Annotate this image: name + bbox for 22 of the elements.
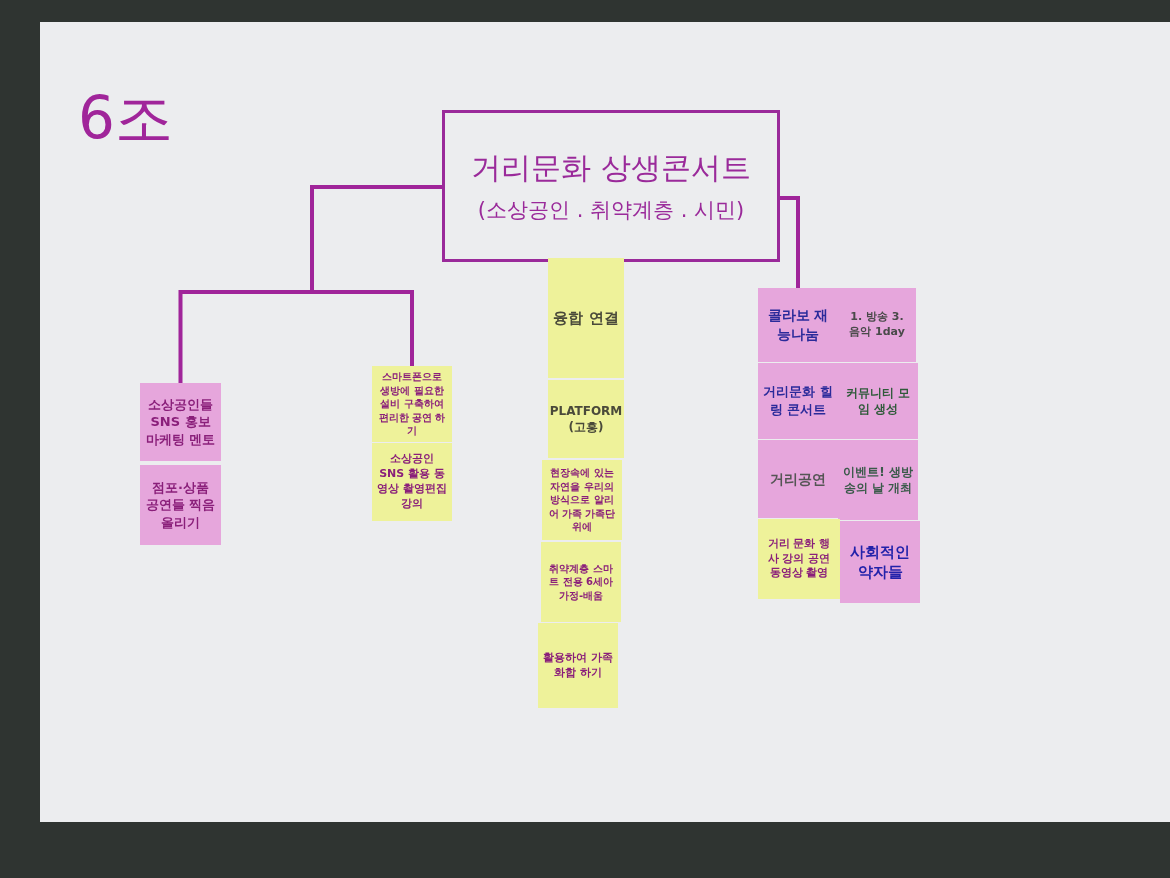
sticky-note: 스마트폰으로 생방에 필요한 설비 구축하여 편리한 공연 하기 [372, 366, 452, 442]
group-label: 6조 [78, 83, 173, 154]
sticky-note: 활용하여 가족화합 하기 [538, 623, 618, 708]
sticky-note: 사회적인 약자들 [840, 521, 920, 603]
sticky-note: 소상공인들 SNS 홍보 마케팅 멘토 [140, 383, 221, 461]
sticky-note: 취약계층 스마트 전용 6세아가정-배움 [541, 542, 621, 622]
connector-line [780, 196, 800, 288]
sticky-note: PLATFORM (고흥) [548, 380, 624, 458]
title-text: 거리문화 상생콘서트 [471, 148, 751, 187]
sticky-note: 융합 연결 [548, 258, 624, 378]
sticky-note: 거리 문화 행사 강의 공연 동영상 촬영 [758, 519, 840, 599]
sticky-note: 1. 방송 3. 음악 1day [838, 288, 916, 362]
sticky-note: 거리문화 힐링 콘서트 [758, 363, 838, 439]
sticky-note: 콜라보 재능나눔 [758, 288, 838, 362]
sticky-note: 거리공연 [758, 440, 838, 518]
sticky-note: 이벤트! 생방송의 날 개최 [838, 440, 918, 520]
title-box [442, 110, 780, 262]
sticky-note: 커뮤니티 모임 생성 [838, 363, 918, 439]
sticky-note: 점포·상품 공연들 찍음 올리기 [140, 465, 221, 545]
sticky-note: 소상공인 SNS 활용 동영상 촬영편집 강의 [372, 443, 452, 521]
sticky-note: 현장속에 있는 자연을 우리의 방식으로 알리어 가족 가족단위에 [542, 460, 622, 540]
subtitle-text: (소상공인 . 취약계층 . 시민) [477, 197, 745, 225]
